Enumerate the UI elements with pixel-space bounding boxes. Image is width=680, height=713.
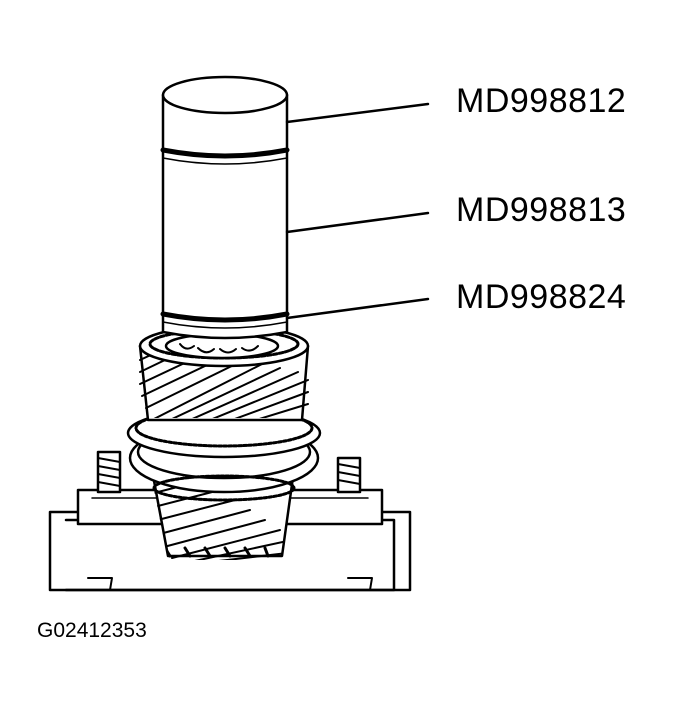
tool-stack [160, 75, 290, 340]
leader-line-1 [285, 102, 430, 124]
left-bolt [96, 450, 122, 494]
callout-label-2: MD998813 [456, 191, 627, 229]
right-bolt [336, 456, 362, 494]
leader-line-3 [285, 297, 430, 320]
callout-label-3: MD998824 [456, 278, 627, 316]
leader-line-2 [285, 211, 430, 234]
figure-id: G02412353 [37, 619, 147, 642]
bearing [164, 332, 280, 360]
leader-lines [285, 102, 430, 320]
callout-label-1: MD998812 [456, 82, 627, 120]
